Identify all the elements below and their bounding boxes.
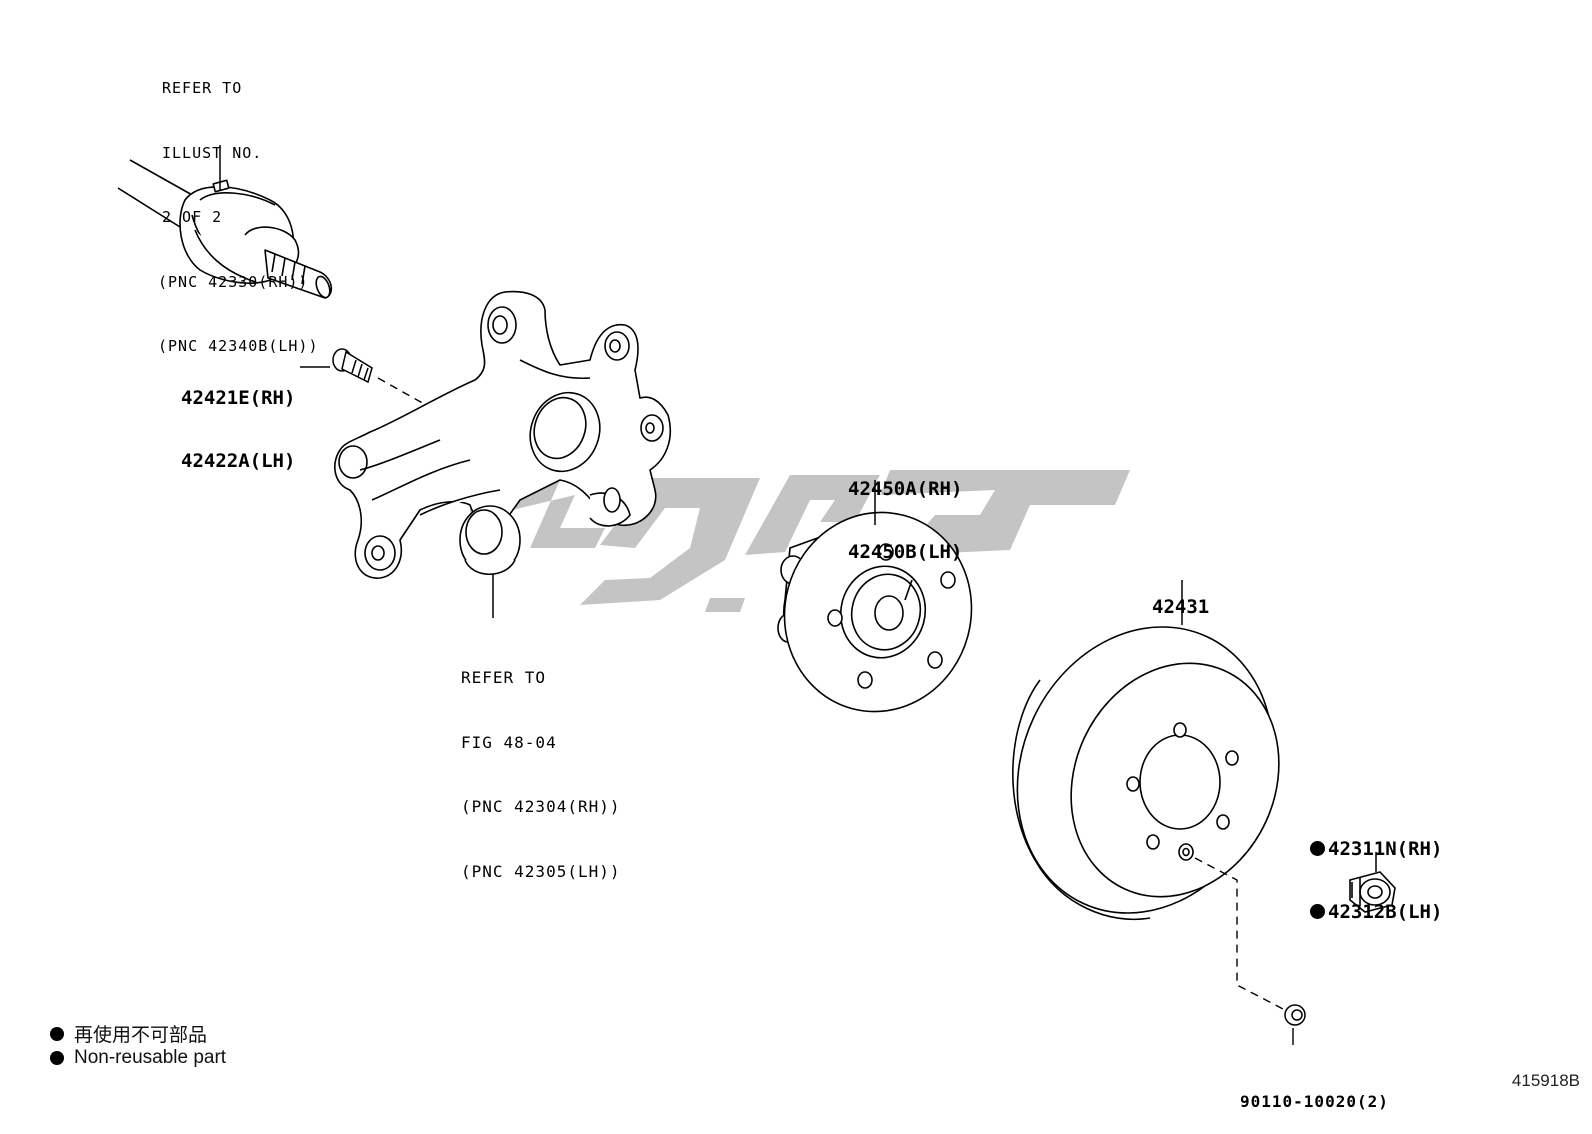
callout-bolt: 42421E(RH) 42422A(LH) (181, 346, 295, 493)
legend-dot-icon (50, 1026, 64, 1041)
disc-setscrew (1284, 1004, 1306, 1026)
non-reusable-dot-icon (1310, 904, 1325, 919)
callout-driveshaft: REFER TO ILLUST NO. 2 OF 2 (PNC 42330(RH… (158, 35, 319, 379)
figure-number: 415918B (1511, 1071, 1580, 1090)
callout-knuckle-line3: (PNC 42304(RH)) (461, 797, 621, 816)
callout-bolt-lh: 42422A(LH) (181, 450, 296, 472)
legend-english: Non-reusable part (50, 1047, 226, 1069)
non-reusable-dot-icon (1310, 841, 1325, 856)
exploded-parts-diagram (117, 145, 1396, 1045)
callout-hub: 42450A(RH) 42450B(LH) (848, 437, 962, 584)
callout-nut-rh: 42311N(RH) (1328, 838, 1443, 860)
callout-bolt-rh: 42421E(RH) (181, 387, 296, 409)
rear-axle-carrier (334, 290, 672, 579)
hub-nut (1349, 871, 1396, 913)
callout-hub-rh: 42450A(RH) (848, 478, 963, 500)
legend-japanese: 再使用不可部品 (50, 1020, 207, 1047)
callout-nut-lh: 42312B(LH) (1328, 901, 1443, 923)
watermark-logo (470, 470, 1130, 612)
callout-disc-number: 42431 (1152, 596, 1210, 618)
callout-driveshaft-line2: ILLUST NO. (162, 143, 263, 162)
callout-screw: 90110-10020(2) (1240, 1048, 1389, 1134)
callout-knuckle-line2: FIG 48-04 (461, 732, 557, 752)
brake-disc (1012, 626, 1280, 921)
legend-english-text: Non-reusable part (74, 1047, 227, 1068)
driveshaft (117, 159, 333, 299)
legend-dot-icon (50, 1051, 64, 1065)
callout-screw-number: 90110-10020(2) (1240, 1092, 1389, 1111)
callout-hub-lh: 42450B(LH) (848, 541, 963, 563)
callout-nut: 42311N(RH) 42312B(LH) (1310, 797, 1442, 944)
callout-driveshaft-line1: REFER TO (162, 79, 243, 97)
callout-knuckle-line1: REFER TO (461, 668, 547, 687)
callout-disc: 42431 (1152, 555, 1209, 639)
callout-driveshaft-line5: (PNC 42340B(LH)) (158, 337, 319, 355)
callout-nut-lh-row: 42312B(LH) (1310, 902, 1442, 923)
knuckle-bushing (459, 505, 521, 575)
callout-knuckle-line4: (PNC 42305(LH)) (461, 861, 621, 881)
callout-driveshaft-line3: 2 OF 2 (162, 208, 223, 226)
knuckle-bolt (332, 348, 373, 384)
callout-knuckle: REFER TO FIG 48-04 (PNC 42304(RH)) (PNC … (461, 624, 621, 904)
hub-bearing-assembly (777, 511, 973, 713)
bolt-axis-dashed (377, 377, 436, 411)
screw-axis-dashed (1194, 857, 1286, 1011)
legend-japanese-text: 再使用不可部品 (74, 1025, 208, 1046)
callout-driveshaft-line4: (PNC 42330(RH)) (158, 272, 309, 291)
callout-nut-rh-row: 42311N(RH) (1310, 839, 1442, 860)
